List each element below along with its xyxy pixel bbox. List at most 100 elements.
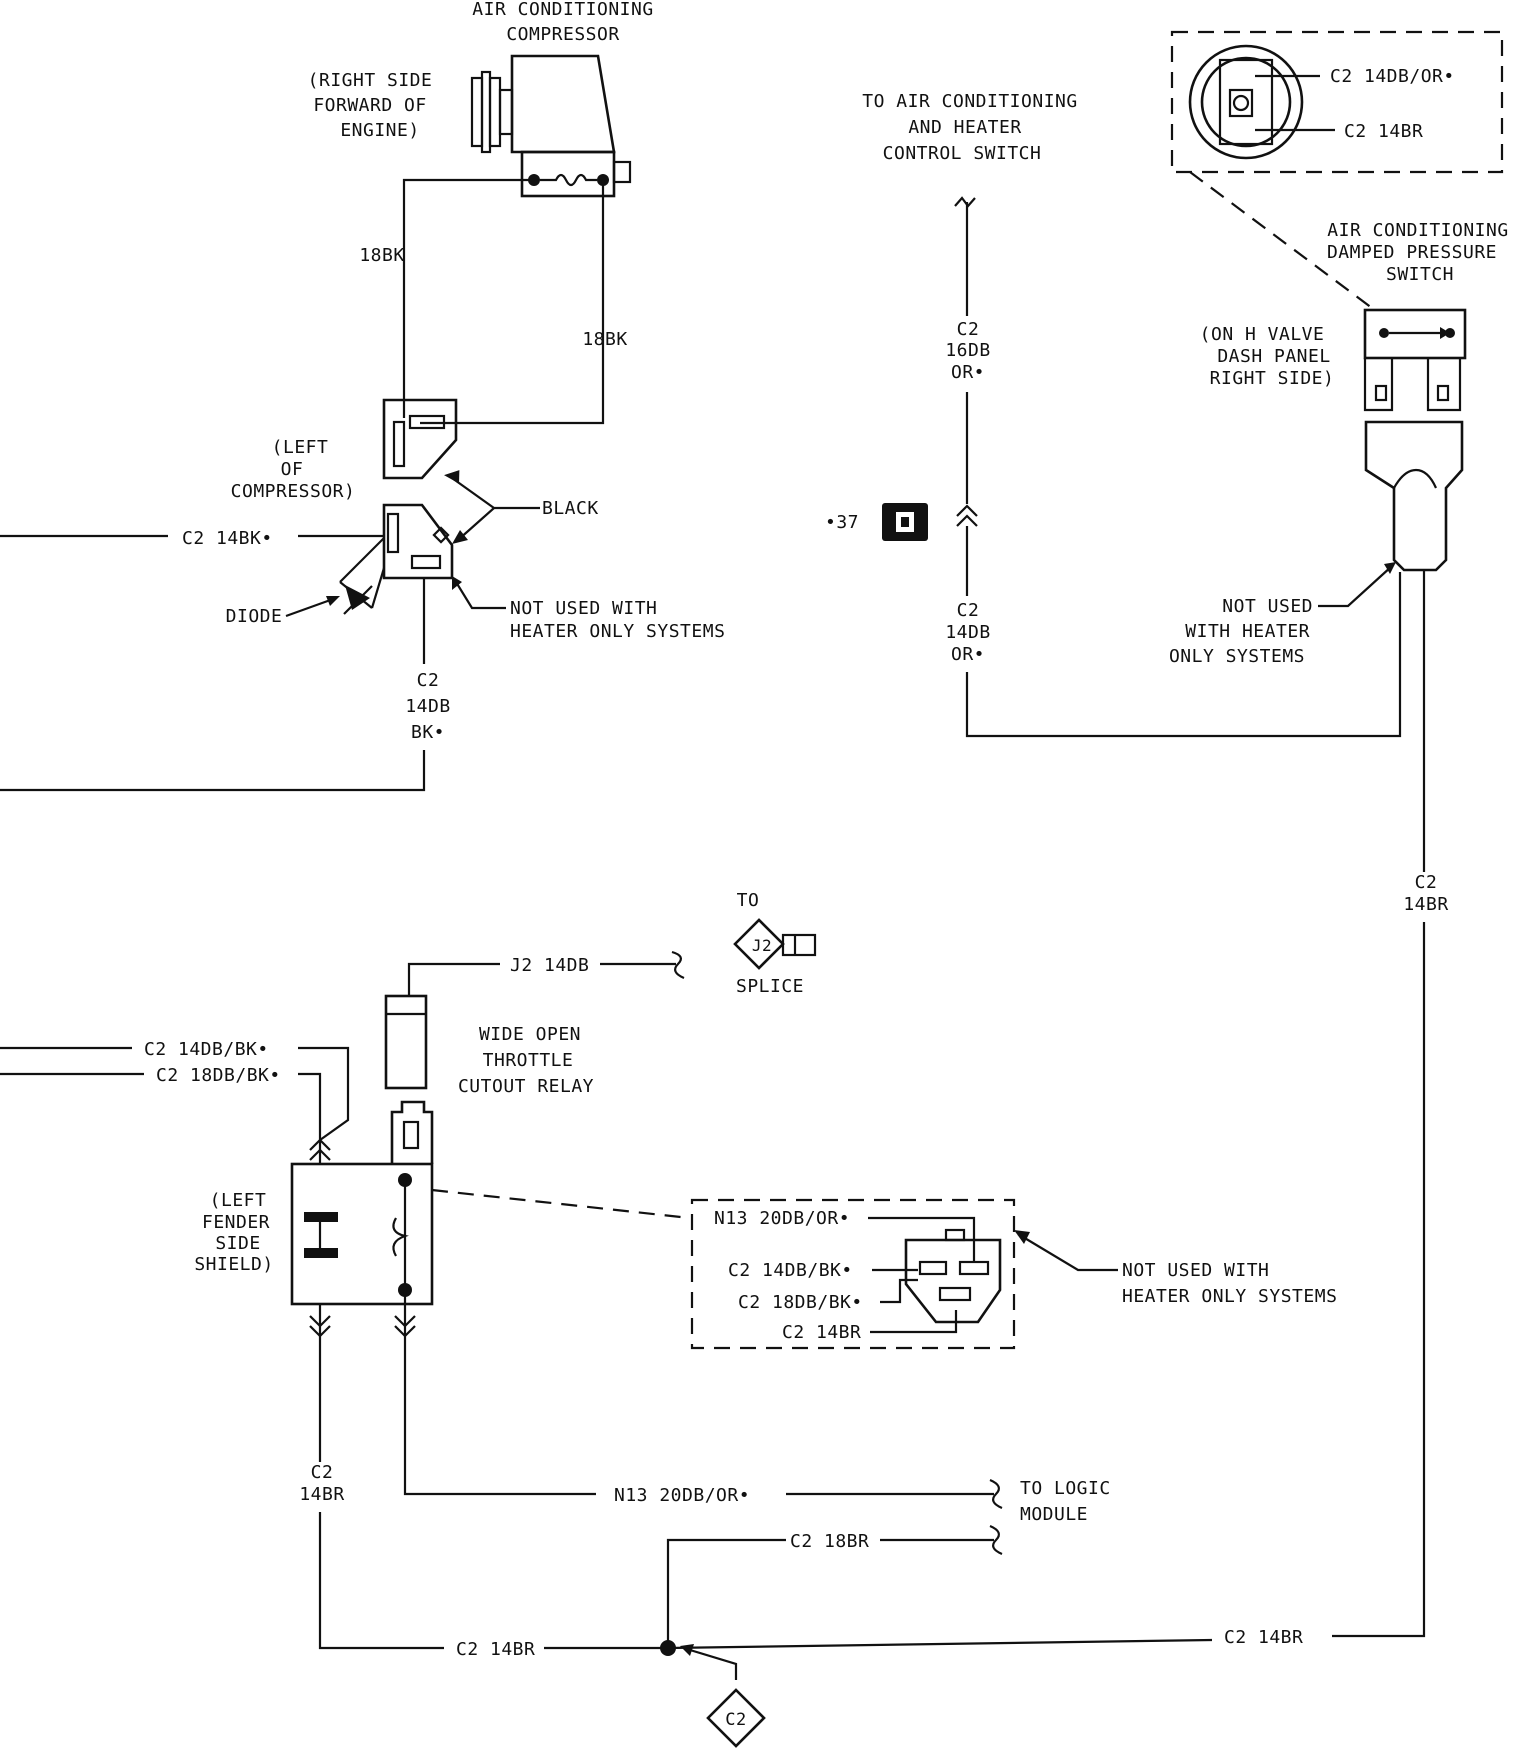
relay-inset xyxy=(690,1198,1016,1350)
relay-body xyxy=(290,1162,434,1306)
compressor-title-2: COMPRESSOR xyxy=(506,24,619,45)
connector-37-icon xyxy=(882,503,928,541)
relay-location-3: SIDE xyxy=(215,1233,260,1254)
splice-to-label: TO xyxy=(737,890,760,911)
wire-c2-14br-bottom xyxy=(667,1638,1213,1650)
not-used-label-2-line1: NOT USED xyxy=(1222,596,1313,617)
splice-id: J2 xyxy=(752,936,772,955)
splice-point xyxy=(660,1640,676,1656)
not-used-label-1-line2: HEATER ONLY SYSTEMS xyxy=(510,621,725,642)
wire-label-c2-14br-bottom-left: C2 14BR xyxy=(456,1639,535,1660)
not-used-label-1-line1: NOT USED WITH xyxy=(510,598,657,619)
wire-label-j2-14db: J2 14DB xyxy=(510,955,589,976)
wire-j2-14db xyxy=(407,962,500,996)
wire-label-c2-14db-or-3: OR• xyxy=(951,644,985,665)
relay-location-2: FENDER xyxy=(202,1212,270,1233)
compressor-harness-connector-lower xyxy=(382,503,454,580)
wire-label-n13-20db-or: N13 20DB/OR• xyxy=(614,1485,750,1506)
wire-label-c2-14db-bk-3: BK• xyxy=(411,722,445,743)
relay-location-1: (LEFT xyxy=(210,1190,267,1211)
pressure-switch-location-3: RIGHT SIDE) xyxy=(1210,368,1335,389)
ac-switch-label-2: AND HEATER xyxy=(908,117,1021,138)
pressure-inset-wire-2: C2 14BR xyxy=(1344,121,1423,142)
relay-title-1: WIDE OPEN xyxy=(479,1024,581,1045)
pressure-inset-wire-1: C2 14DB/OR• xyxy=(1330,66,1455,87)
wire-label-c2-14db-or-2: 14DB xyxy=(945,622,990,643)
relay-inset-wire-1: N13 20DB/OR• xyxy=(714,1208,850,1229)
wire-label-c2-14br-right-2: 14BR xyxy=(1403,894,1448,915)
wire-label-c2-18db-bk-relay: C2 18DB/BK• xyxy=(156,1065,281,1086)
wire-label-c2-18br: C2 18BR xyxy=(790,1531,869,1552)
ac-switch-label-3: CONTROL SWITCH xyxy=(883,143,1042,164)
wire-n13-20db-or xyxy=(403,1290,596,1496)
ground-c2-icon xyxy=(706,1688,766,1748)
inline-connector-icon xyxy=(956,504,978,527)
wire-label-c2-16db-or-1: C2 xyxy=(957,319,980,340)
pressure-switch-title-2: DAMPED PRESSURE xyxy=(1327,242,1497,263)
wire-label-c2-14br-left-1: C2 xyxy=(311,1462,334,1483)
compressor-title-1: AIR CONDITIONING xyxy=(472,0,653,20)
pressure-switch-icon xyxy=(1363,308,1467,572)
wire-18bk-left xyxy=(402,178,534,418)
connector-location-2: OF xyxy=(281,459,304,480)
connector-reference: •37 xyxy=(825,512,859,533)
compressor-location-2: FORWARD OF xyxy=(313,95,426,116)
wire-label-c2-16db-or-2: 16DB xyxy=(945,340,990,361)
ac-switch-label-1: TO AIR CONDITIONING xyxy=(862,91,1077,112)
relay-coil-icon xyxy=(392,1217,409,1257)
relay-title-2: THROTTLE xyxy=(483,1050,574,1071)
splice-label: SPLICE xyxy=(736,976,804,997)
diode-label: DIODE xyxy=(226,606,283,627)
wot-relay xyxy=(290,994,434,1306)
compressor-body-icon xyxy=(510,54,616,154)
pressure-switch-title-3: SWITCH xyxy=(1386,264,1454,285)
splice-icon xyxy=(733,918,817,970)
compressor-harness-connector-upper xyxy=(382,398,458,480)
wire-label-c2-14db-bk-relay: C2 14DB/BK• xyxy=(144,1039,269,1060)
wire-label-c2-14br-right-1: C2 xyxy=(1415,872,1438,893)
wire-c2-14db-or xyxy=(965,572,1402,738)
relay-location-4: SHIELD) xyxy=(194,1254,273,1275)
not-used-label-3-line1: NOT USED WITH xyxy=(1122,1260,1269,1281)
compressor-location-3: ENGINE) xyxy=(340,120,419,141)
wire-label-18bk-right: 18BK xyxy=(582,329,627,350)
relay-inset-wire-4: C2 14BR xyxy=(782,1322,861,1343)
diode-icon xyxy=(339,537,386,615)
compressor-location-1: (RIGHT SIDE xyxy=(308,70,433,91)
clutch-coil-icon xyxy=(540,173,597,187)
wire-label-c2-14br-bottom-right: C2 14BR xyxy=(1224,1627,1303,1648)
relay-cover-icon xyxy=(384,994,428,1090)
relay-title-3: CUTOUT RELAY xyxy=(458,1076,594,1097)
ac-compressor: AIR CONDITIONING COMPRESSOR (RIGHT SIDE … xyxy=(308,0,653,198)
connector-location-1: (LEFT xyxy=(272,437,329,458)
pressure-switch-location-2: DASH PANEL xyxy=(1217,346,1330,367)
wire-c2-14br-left xyxy=(318,1512,444,1650)
wire-label-18bk-left: 18BK xyxy=(359,245,404,266)
wire-label-c2-14db-or-1: C2 xyxy=(957,600,980,621)
pressure-switch-title-1: AIR CONDITIONING xyxy=(1327,220,1508,241)
relay-inset-wire-3: C2 18DB/BK• xyxy=(738,1292,863,1313)
wire-c2-18br xyxy=(666,1538,786,1648)
wire-label-c2-14br-left-2: 14BR xyxy=(299,1484,344,1505)
compressor-pulley-icon xyxy=(470,70,514,154)
connector-location-3: COMPRESSOR) xyxy=(231,481,356,502)
ground-label: C2 xyxy=(725,1710,746,1730)
wire-label-c2-14db-bk-1: C2 xyxy=(417,670,440,691)
relay-inset-wire-2: C2 14DB/BK• xyxy=(728,1260,853,1281)
wire-c2-14db-bk xyxy=(0,750,426,792)
compressor-clutch-terminal xyxy=(520,150,616,198)
relay-terminal-icon xyxy=(390,1100,434,1164)
wire-label-c2-14bk: C2 14BK• xyxy=(182,528,273,549)
pressure-switch-location-1: (ON H VALVE xyxy=(1200,324,1325,345)
relay-harness-connector-icon xyxy=(904,1228,1002,1324)
logic-module-label-2: MODULE xyxy=(1020,1504,1088,1525)
pressure-switch-harness-connector xyxy=(1364,420,1464,572)
wire-18bk-right xyxy=(420,180,605,425)
not-used-label-2-line3: ONLY SYSTEMS xyxy=(1169,646,1305,667)
not-used-label-3-line2: HEATER ONLY SYSTEMS xyxy=(1122,1286,1337,1307)
black-label: BLACK xyxy=(542,498,599,519)
pressure-switch-inset xyxy=(1170,30,1504,174)
logic-module-label-1: TO LOGIC xyxy=(1020,1478,1111,1499)
wire-label-c2-14db-bk-2: 14DB xyxy=(405,696,450,717)
